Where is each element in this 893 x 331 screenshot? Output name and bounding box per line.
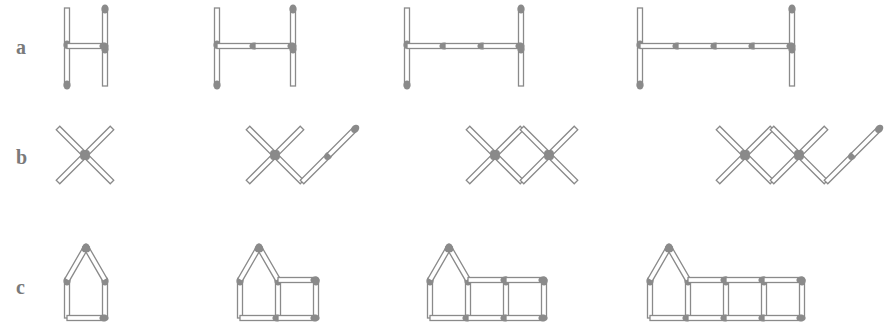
matchstick xyxy=(664,242,691,282)
matchstick xyxy=(312,276,319,318)
matchstick-group xyxy=(55,4,885,321)
row-label: b xyxy=(16,147,27,167)
matchstick xyxy=(716,42,758,49)
matchstick xyxy=(444,242,471,282)
matchstick xyxy=(764,314,806,321)
matchstick xyxy=(754,42,796,49)
matchstick xyxy=(67,42,109,49)
row-label: c xyxy=(16,277,25,297)
matchstick xyxy=(278,314,320,321)
matchstick xyxy=(326,123,361,158)
matchstick xyxy=(430,314,472,321)
matchstick xyxy=(788,4,795,46)
matchstick xyxy=(468,314,510,321)
matchstick xyxy=(407,42,449,49)
matchstick xyxy=(544,150,579,185)
matchstick xyxy=(426,276,433,318)
matchstick xyxy=(798,276,805,318)
matchstick xyxy=(81,242,108,282)
matchstick xyxy=(445,42,487,49)
matchstick xyxy=(850,123,885,158)
matchstick xyxy=(788,44,795,86)
matchstick xyxy=(80,150,115,185)
matchstick xyxy=(646,276,653,318)
matchstick xyxy=(101,276,108,318)
matchstick xyxy=(506,314,548,321)
matchstick xyxy=(483,42,525,49)
matchstick xyxy=(101,44,108,86)
row-label: a xyxy=(16,37,26,57)
matchstick xyxy=(63,48,70,90)
matchstick xyxy=(289,4,296,46)
matchstick xyxy=(67,314,109,321)
matchstick xyxy=(101,4,108,46)
matchstick xyxy=(688,314,730,321)
matchstick xyxy=(650,314,692,321)
matchstick xyxy=(289,44,296,86)
matchstick xyxy=(63,276,70,318)
matchstick xyxy=(240,314,282,321)
matchstick xyxy=(517,44,524,86)
matchstick xyxy=(254,242,281,282)
matchstick xyxy=(740,150,775,185)
matchstick xyxy=(517,4,524,46)
matchstick xyxy=(270,150,305,185)
matchstick xyxy=(794,150,829,185)
matchstick xyxy=(540,276,547,318)
matchstick xyxy=(213,48,220,90)
matchstick xyxy=(726,314,768,321)
matchstick xyxy=(403,48,410,90)
matchstick xyxy=(490,150,525,185)
matchstick xyxy=(636,48,643,90)
matchstick xyxy=(217,42,259,49)
matchstick xyxy=(640,42,682,49)
matchstick xyxy=(255,42,297,49)
matchstick xyxy=(236,276,243,318)
matchstick xyxy=(678,42,720,49)
